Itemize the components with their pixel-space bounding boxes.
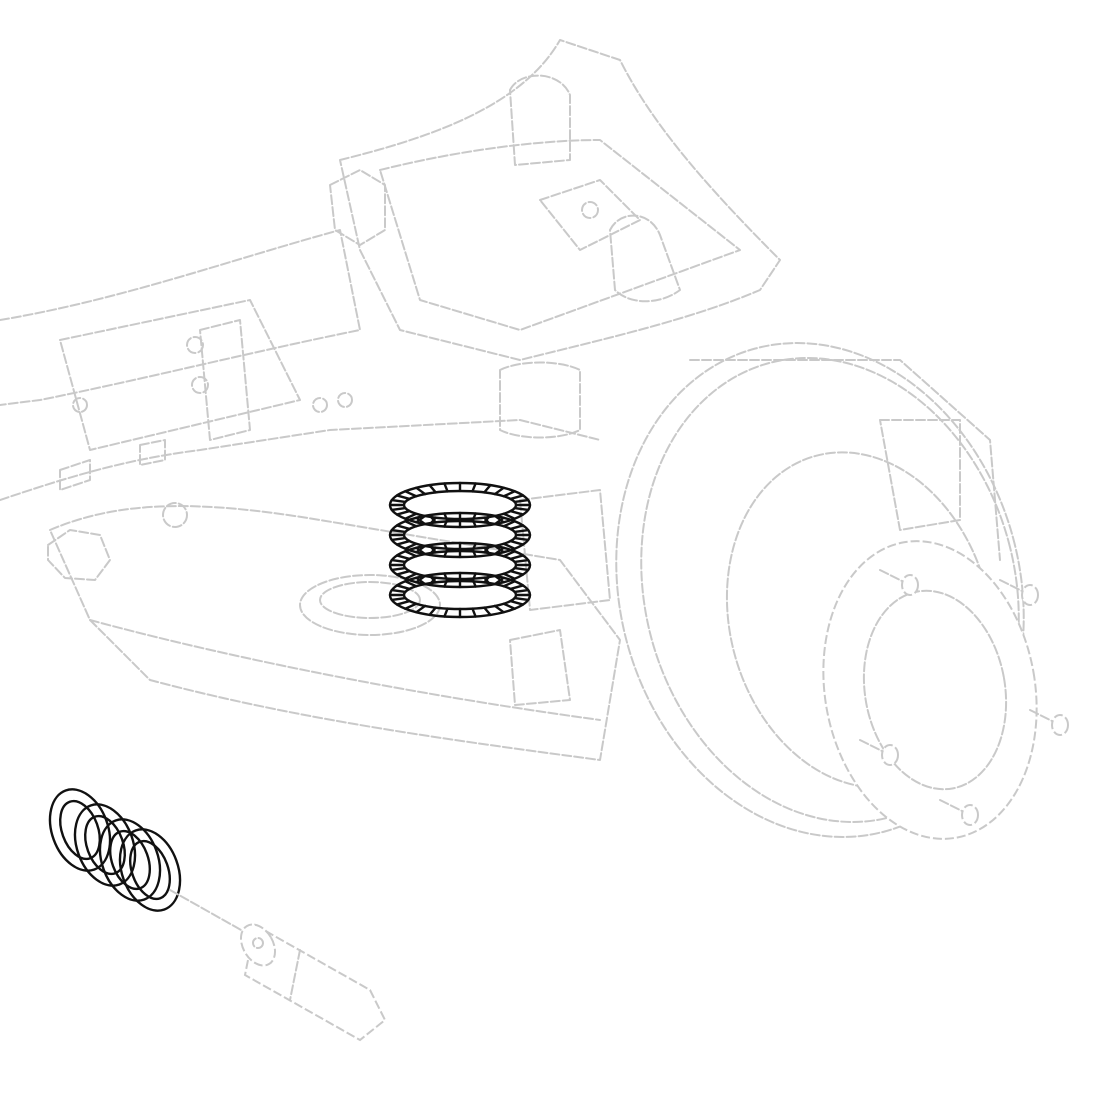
spring-coil (118, 828, 182, 912)
wheel-stud (859, 739, 899, 766)
wheel-stud (939, 799, 979, 826)
spring-coil (48, 788, 112, 872)
wheel-stud (999, 579, 1039, 606)
coil-spring-exploded (48, 788, 182, 912)
spring-coil (388, 481, 532, 529)
wheel-hub (822, 540, 1069, 840)
spring-coil (388, 571, 532, 619)
upper-control-arm (329, 39, 781, 361)
bushing-sleeve (239, 923, 387, 1042)
wheel-stud (1029, 709, 1069, 736)
lower-control-arm (47, 502, 621, 761)
wheel-stud (879, 569, 919, 596)
coil-spring-installed (388, 481, 532, 619)
explode-line (169, 889, 251, 936)
frame-rail (0, 229, 601, 501)
